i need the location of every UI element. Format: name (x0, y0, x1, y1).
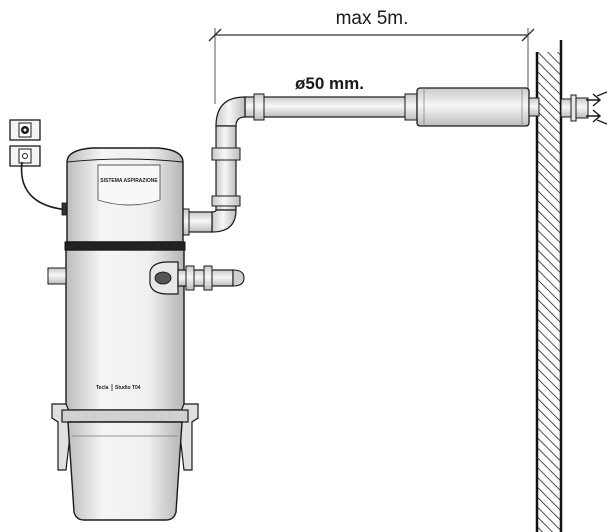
airflow-arrows (586, 91, 607, 125)
elbow-pipe (180, 96, 246, 236)
logo-label: SISTEMA ASPIRAZIONE (100, 178, 158, 184)
brand-label: Tecla (96, 385, 109, 391)
dimension-line: max 5m. (208, 8, 535, 104)
max-length-label: max 5m. (336, 8, 409, 29)
pipe-diameter-label: ø50 mm. (295, 74, 364, 93)
model-label: Studio T04 (115, 385, 141, 391)
power-cable (20, 161, 71, 211)
exhaust-pipe: ø50 mm. (244, 74, 589, 127)
power-sockets (9, 119, 41, 167)
central-vacuum-unit: SISTEMA ASPIRAZIONE Tecla Studio T04 (47, 147, 245, 521)
wall (535, 40, 563, 532)
